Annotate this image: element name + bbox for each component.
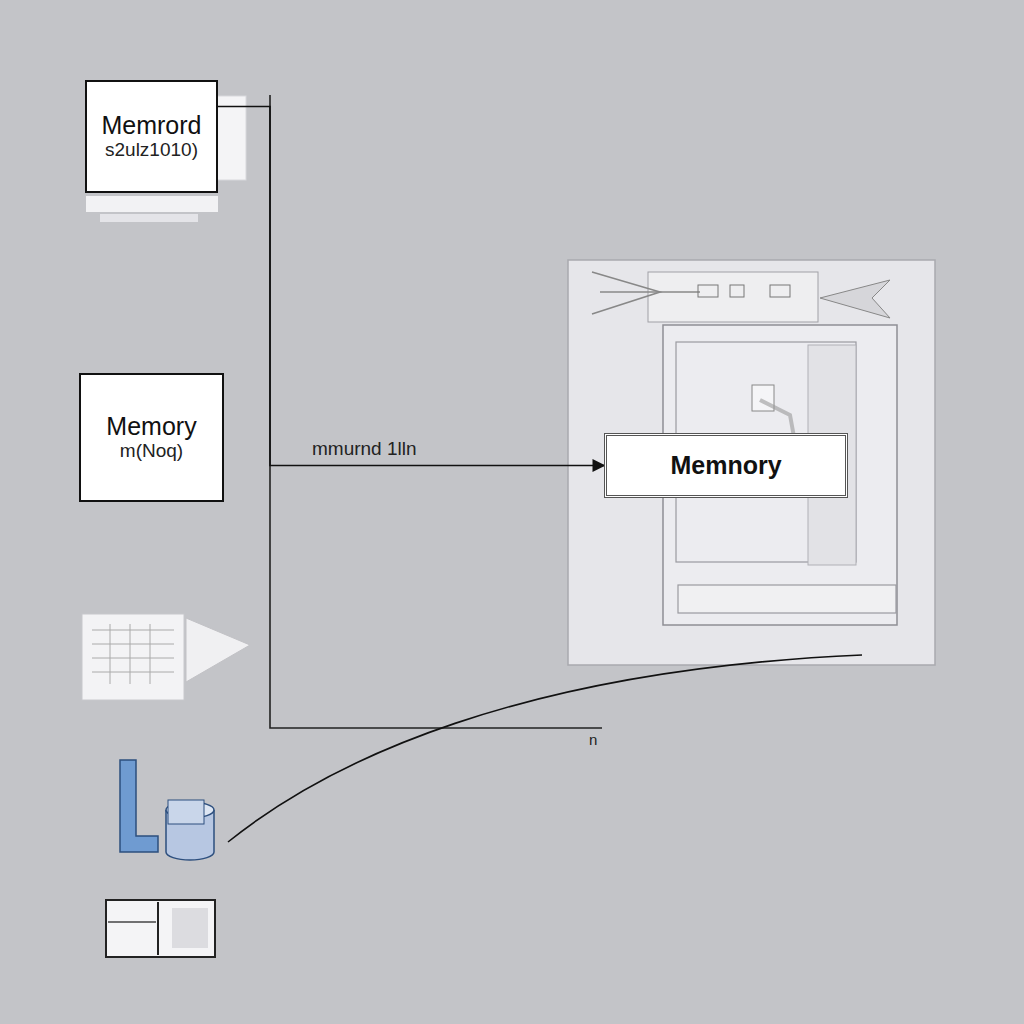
document-grid bbox=[92, 624, 174, 684]
cylinder-icon bbox=[168, 800, 204, 824]
window-icon bbox=[108, 921, 156, 923]
panel-icon bbox=[698, 285, 718, 297]
box-title: Memory bbox=[106, 412, 196, 441]
small-label: n bbox=[589, 731, 597, 748]
document-arrow bbox=[186, 618, 250, 682]
panel-icon bbox=[770, 285, 790, 297]
window-icon bbox=[106, 900, 215, 957]
window-icon bbox=[172, 908, 208, 948]
blue-bracket-icon bbox=[120, 760, 158, 852]
memory-box: Memnory bbox=[604, 433, 848, 498]
box-subtitle: s2ulz1010) bbox=[105, 139, 198, 162]
box-title: Memrord bbox=[101, 111, 201, 140]
curve-line bbox=[228, 655, 862, 842]
box-title: Memnory bbox=[670, 451, 781, 480]
box-subtitle: m(Noq) bbox=[120, 440, 183, 463]
inner-frame bbox=[663, 325, 897, 625]
document-icon bbox=[82, 614, 184, 700]
connector-arrow bbox=[218, 107, 604, 466]
box-shadow bbox=[86, 196, 218, 212]
box-shadow bbox=[100, 214, 198, 222]
edge-label: mmurnd 1lln bbox=[312, 438, 417, 460]
panel bbox=[568, 260, 935, 665]
trunk-line bbox=[270, 95, 602, 728]
memory-box: Memorym(Noq) bbox=[79, 373, 224, 502]
header-bar bbox=[648, 272, 818, 322]
inner-bar bbox=[678, 585, 896, 613]
panel-arrow bbox=[820, 280, 890, 318]
memory-box: Memrords2ulz1010) bbox=[85, 80, 218, 193]
panel-arrow bbox=[600, 291, 700, 293]
panel-icon bbox=[730, 285, 744, 297]
panel-arrow bbox=[592, 272, 660, 314]
window-icon bbox=[157, 902, 159, 955]
